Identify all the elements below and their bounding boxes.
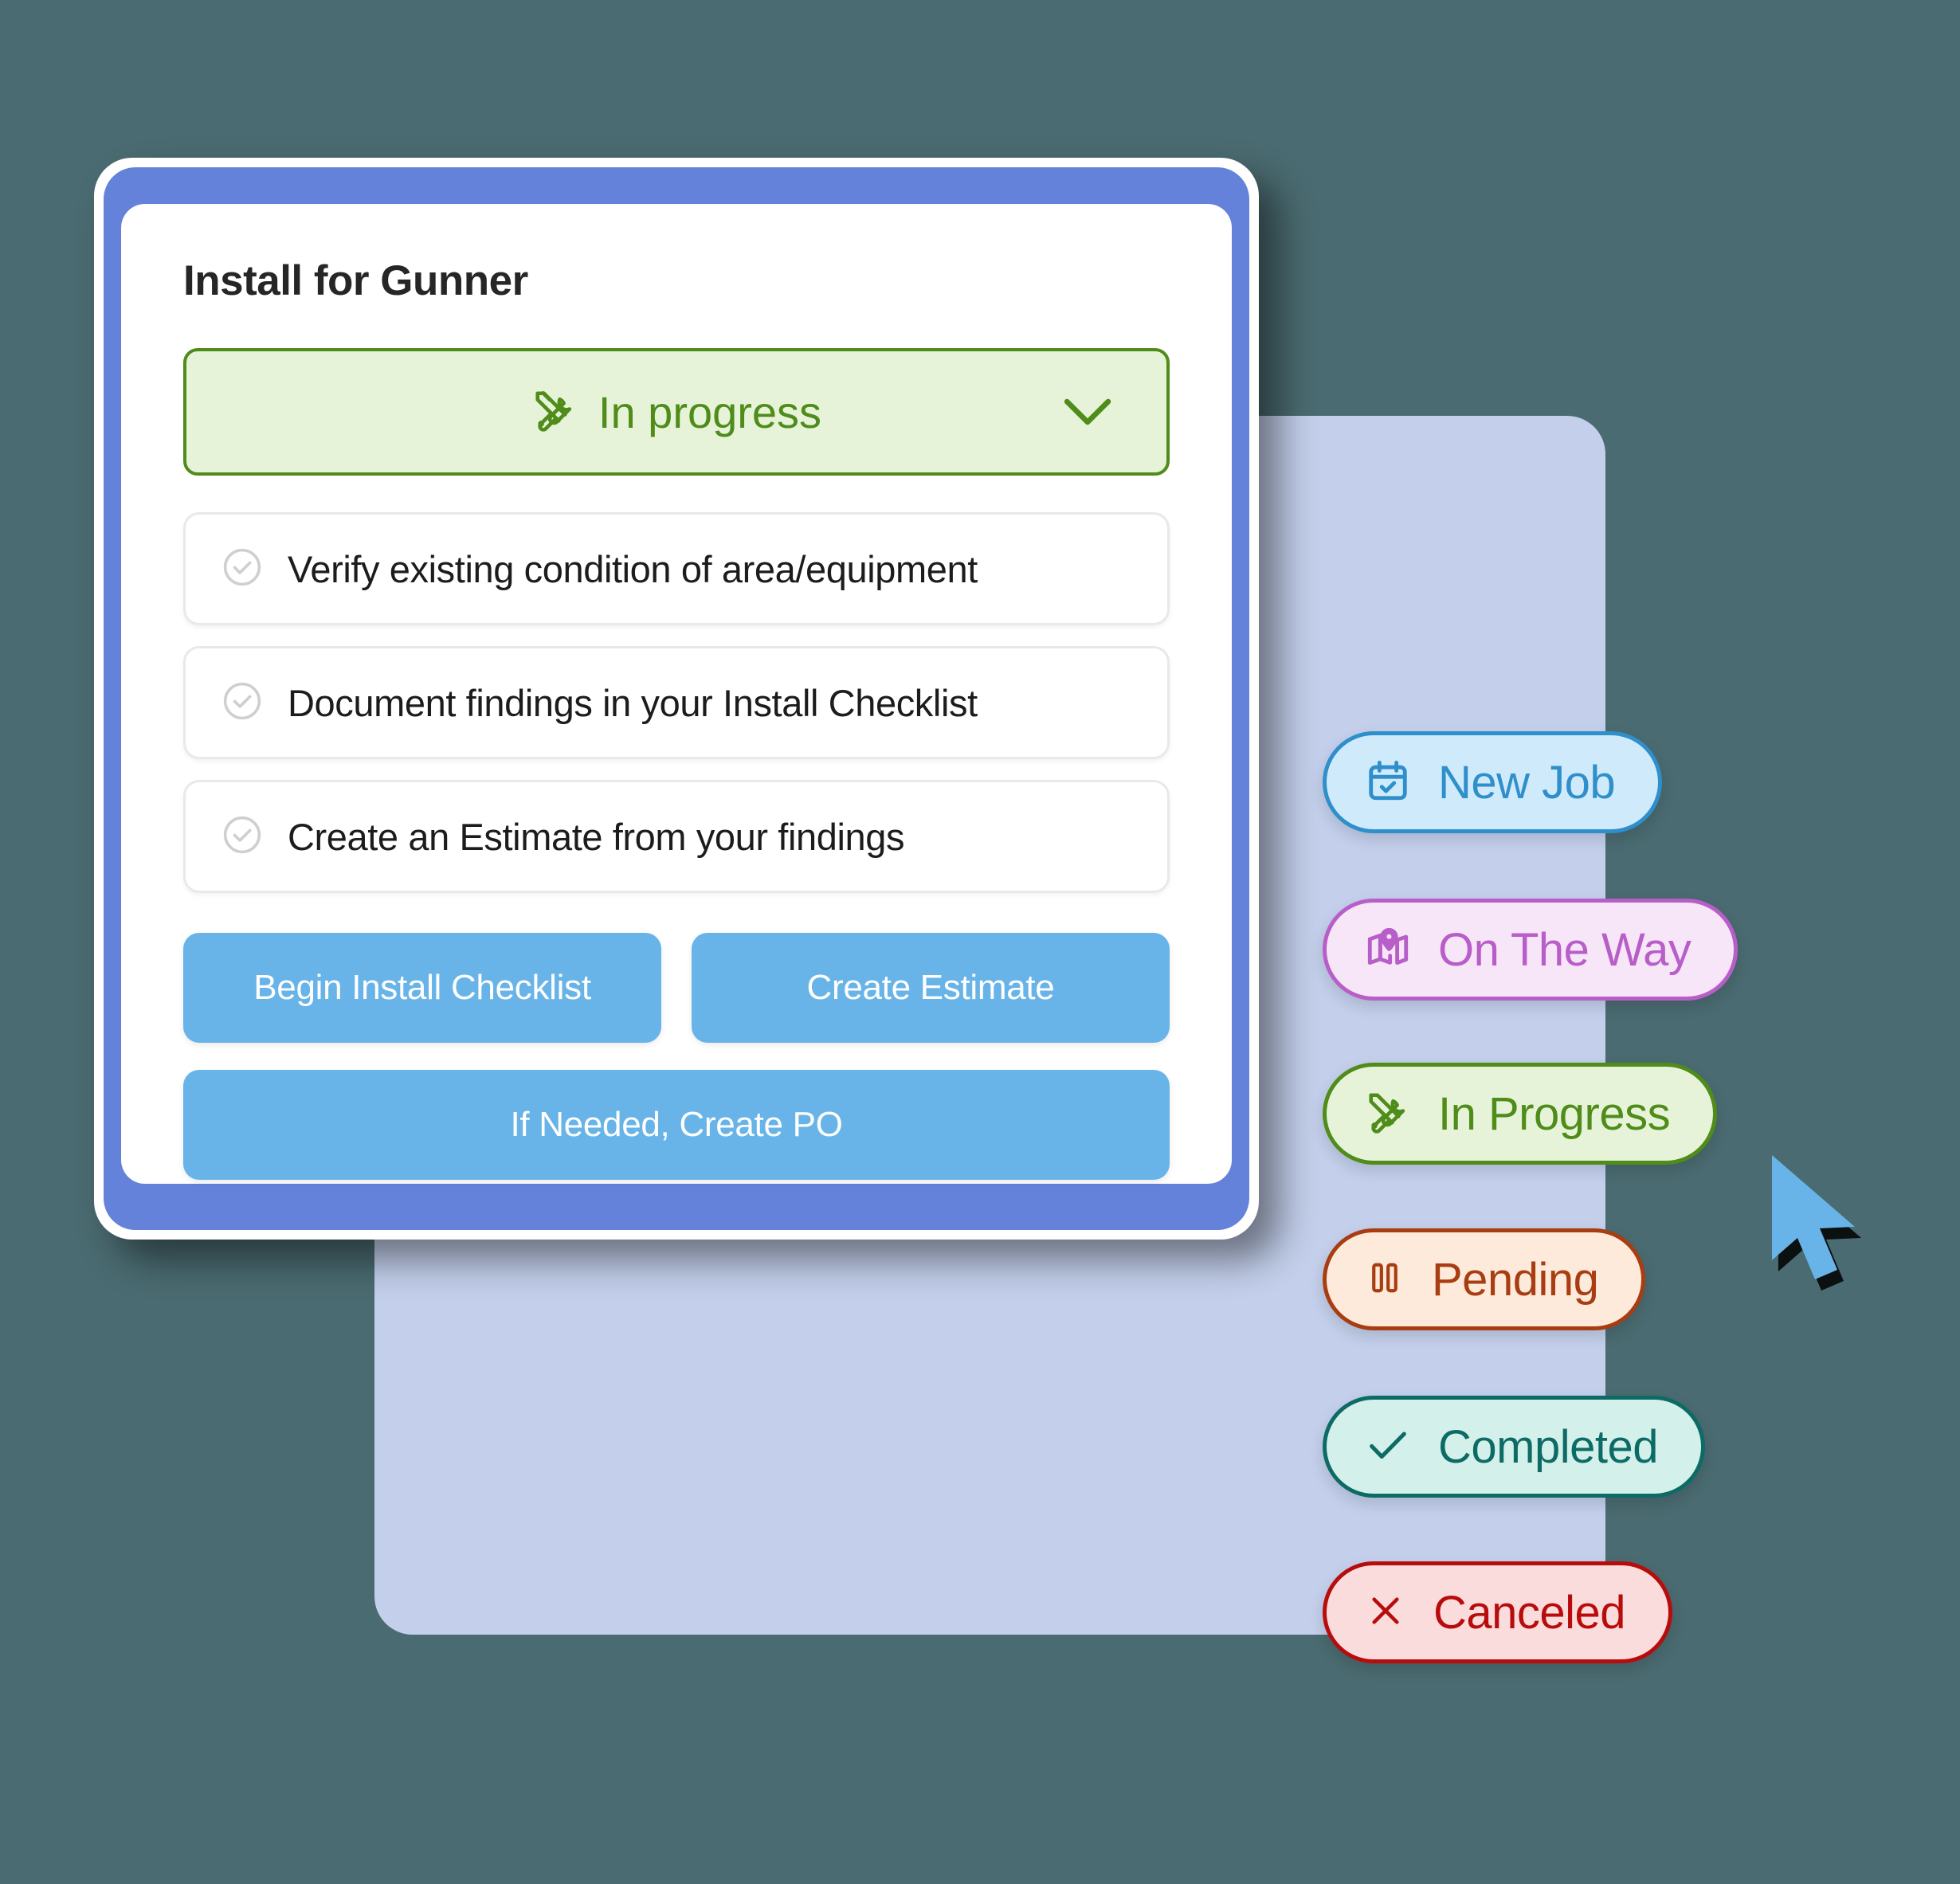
status-pill-new-job[interactable]: New Job [1323,731,1663,833]
primary-action-row: Begin Install Checklist Create Estimate [183,933,1170,1043]
status-pill-label: Canceled [1433,1586,1626,1639]
map-pin-icon [1365,925,1411,975]
check-icon [1365,1422,1411,1472]
status-pill-label: On The Way [1438,923,1691,976]
begin-install-checklist-button[interactable]: Begin Install Checklist [183,933,661,1043]
status-pill-label: New Job [1438,756,1616,809]
circle-check-icon[interactable] [221,680,264,727]
tools-icon [1365,1089,1411,1139]
status-pill-label: Pending [1432,1253,1599,1306]
create-po-button[interactable]: If Needed, Create PO [183,1070,1170,1180]
calendar-check-icon [1365,758,1411,808]
status-select[interactable]: In progress [183,348,1170,476]
checklist: Verify existing condition of area/equipm… [183,512,1170,893]
status-pill-on-the-way[interactable]: On The Way [1323,899,1739,1001]
status-pill-completed[interactable]: Completed [1323,1396,1705,1498]
checklist-item[interactable]: Create an Estimate from your findings [183,780,1170,893]
modal-frame: Install for Gunner [104,167,1249,1230]
status-pill-in-progress[interactable]: In Progress [1323,1063,1718,1165]
modal-body: Install for Gunner [121,204,1232,1184]
status-pill-list: New Job On The Way In Progress [1323,731,1739,1663]
tools-icon [531,387,578,437]
mouse-pointer-icon [1766,1147,1901,1306]
page-title: Install for Gunner [183,257,528,304]
status-pill-pending[interactable]: Pending [1323,1228,1646,1330]
status-pill-canceled[interactable]: Canceled [1323,1561,1673,1663]
status-pill-label: In Progress [1438,1087,1671,1140]
circle-check-icon[interactable] [221,813,264,860]
checklist-item-label: Create an Estimate from your findings [288,815,905,858]
status-select-value: In progress [598,386,822,437]
checklist-item-label: Document findings in your Install Checkl… [288,681,978,724]
close-x-icon [1365,1590,1406,1635]
circle-check-icon[interactable] [221,546,264,593]
status-pill-label: Completed [1438,1420,1658,1473]
checklist-item-label: Verify existing condition of area/equipm… [288,547,978,590]
create-estimate-button[interactable]: Create Estimate [692,933,1170,1043]
chevron-down-icon[interactable] [1063,397,1112,427]
job-status-modal: Install for Gunner [94,158,1259,1240]
checklist-item[interactable]: Document findings in your Install Checkl… [183,646,1170,759]
pause-icon [1365,1256,1405,1303]
checklist-item[interactable]: Verify existing condition of area/equipm… [183,512,1170,625]
